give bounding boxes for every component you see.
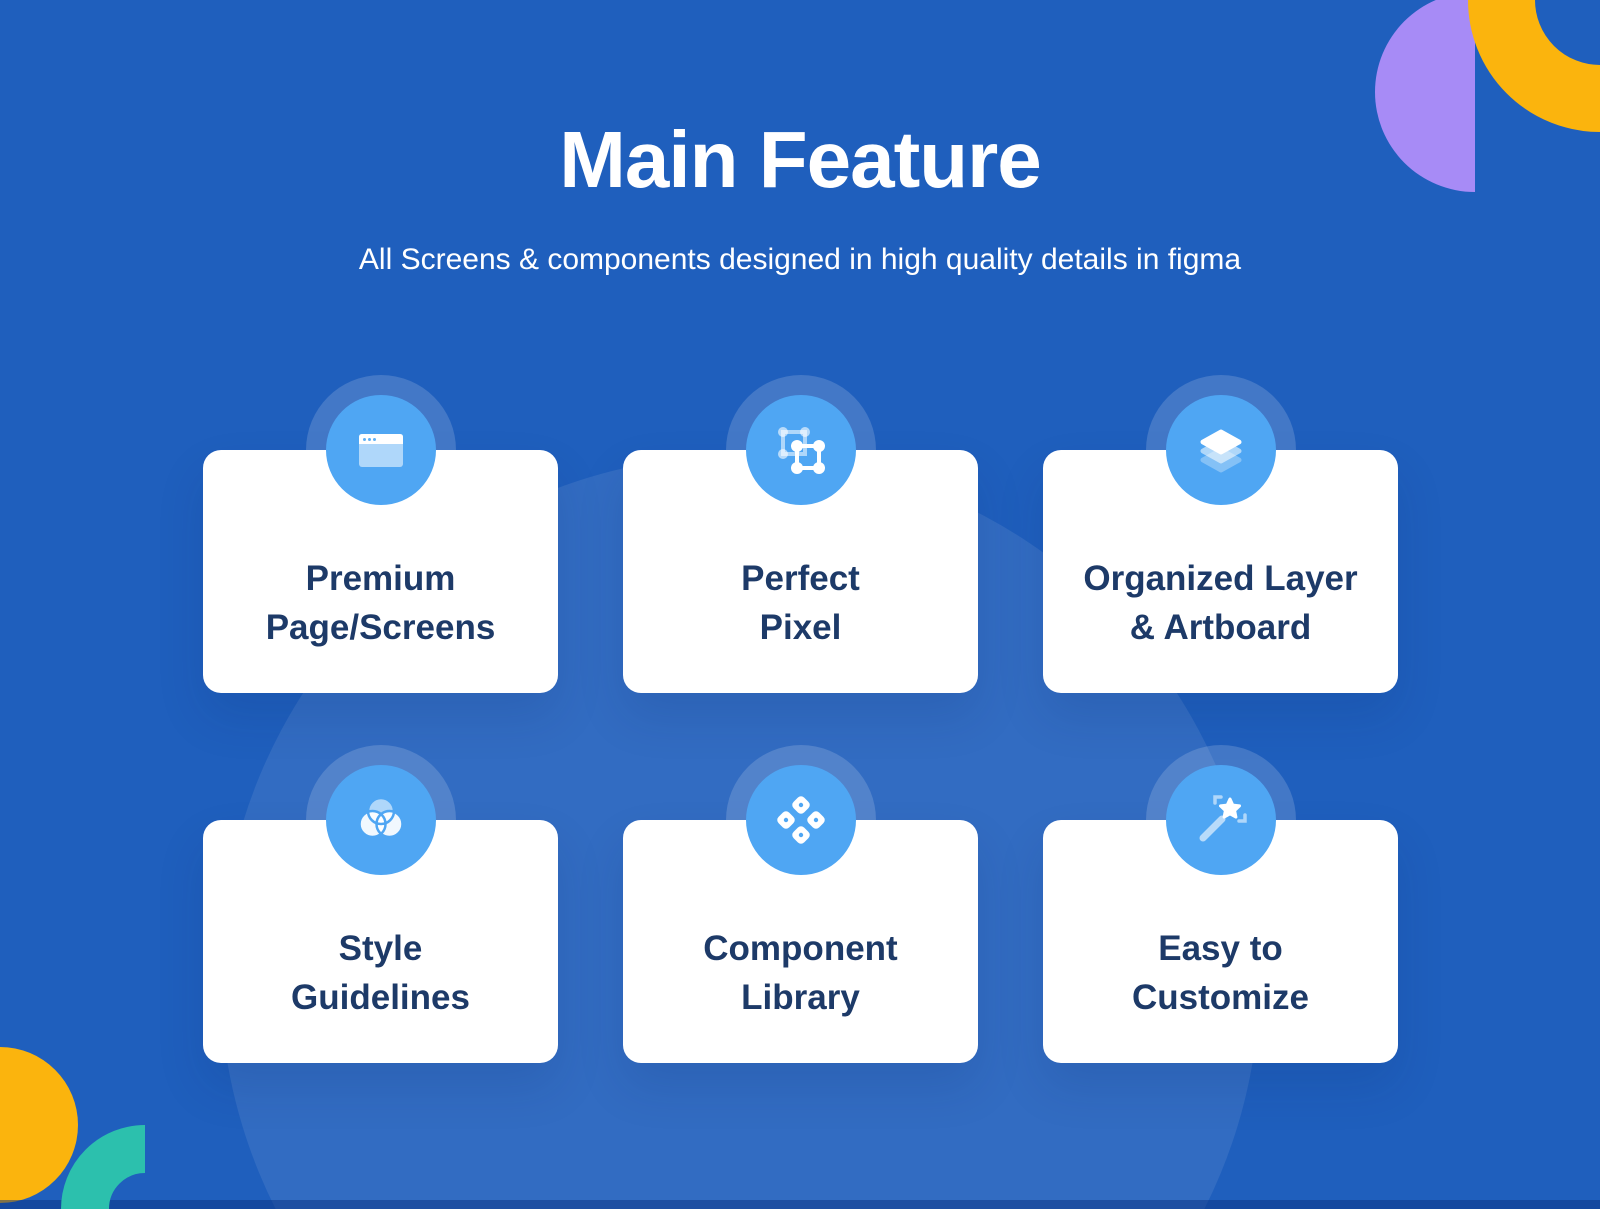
feature-card-easy-customize: Easy to Customize xyxy=(1043,765,1398,1063)
bottom-bar-decoration xyxy=(0,1200,1600,1209)
venn-diagram-icon xyxy=(325,765,436,875)
page-subtitle: All Screens & components designed in hig… xyxy=(358,243,1242,276)
feature-card-premium-pages: Premium Page/Screens xyxy=(203,395,558,693)
teal-quarter-ring-decoration xyxy=(61,1125,145,1209)
transform-frame-icon xyxy=(745,395,856,505)
page-title: Main Feature xyxy=(559,115,1041,204)
feature-card-title: Style Guidelines xyxy=(291,929,470,1017)
feature-card-title: Organized Layer & Artboard xyxy=(1083,559,1358,647)
feature-card-title: Component Library xyxy=(703,929,898,1017)
components-icon xyxy=(745,765,856,875)
feature-card-title: Easy to Customize xyxy=(1132,929,1309,1017)
feature-card-style-guidelines: Style Guidelines xyxy=(203,765,558,1063)
feature-card-title: Premium Page/Screens xyxy=(265,559,496,647)
layers-icon xyxy=(1165,395,1276,505)
feature-card-perfect-pixel: Perfect Pixel xyxy=(623,395,978,693)
feature-card-organized-layer: Organized Layer & Artboard xyxy=(1043,395,1398,693)
feature-card-component-library: Component Library xyxy=(623,765,978,1063)
magic-wand-icon xyxy=(1165,765,1276,875)
orange-ring-decoration xyxy=(1468,0,1600,132)
browser-window-icon xyxy=(325,395,436,505)
feature-card-title: Perfect Pixel xyxy=(741,559,860,647)
